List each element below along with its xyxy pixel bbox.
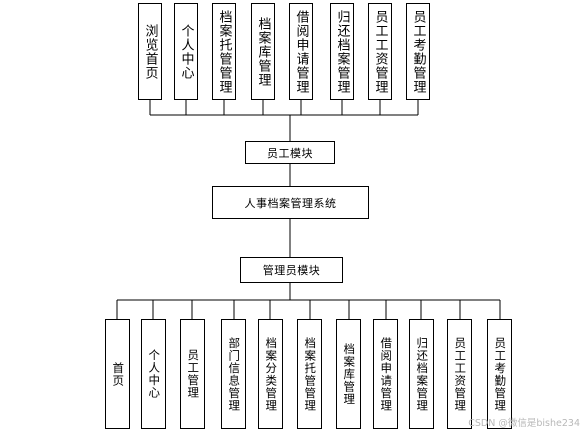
- admin-item-return-archive: 归还档案管理: [409, 319, 434, 429]
- admin-item-borrow-request: 借阅申请管理: [373, 319, 398, 429]
- employee-item-archive-library: 档案库管理: [251, 3, 275, 100]
- system-root-box: 人事档案管理系统: [212, 186, 369, 219]
- admin-item-archive-category: 档案分类管理: [258, 319, 283, 429]
- employee-item-attendance: 员工考勤管理: [406, 3, 430, 100]
- employee-module-box: 员工模块: [245, 141, 335, 164]
- admin-item-employee: 员工管理: [180, 319, 205, 429]
- watermark-text: CSDN @微信是bishe234: [468, 418, 580, 429]
- employee-item-return-archive: 归还档案管理: [330, 3, 354, 100]
- admin-item-salary: 员工工资管理: [447, 319, 472, 429]
- admin-item-personal-center: 个人中心: [141, 319, 166, 429]
- admin-item-home: 首页: [105, 319, 130, 429]
- admin-item-department: 部门信息管理: [221, 319, 246, 429]
- admin-item-archive-custody: 档案托管管理: [297, 319, 322, 429]
- employee-item-browse-home: 浏览首页: [138, 3, 162, 100]
- admin-item-attendance: 员工考勤管理: [487, 319, 512, 429]
- admin-module-box: 管理员模块: [240, 257, 343, 283]
- admin-item-archive-library: 档案库管理: [336, 319, 361, 429]
- employee-item-archive-custody: 档案托管管理: [212, 3, 236, 100]
- employee-item-personal-center: 个人中心: [174, 3, 198, 100]
- employee-item-salary: 员工工资管理: [368, 3, 392, 100]
- employee-item-borrow-request: 借阅申请管理: [289, 3, 313, 100]
